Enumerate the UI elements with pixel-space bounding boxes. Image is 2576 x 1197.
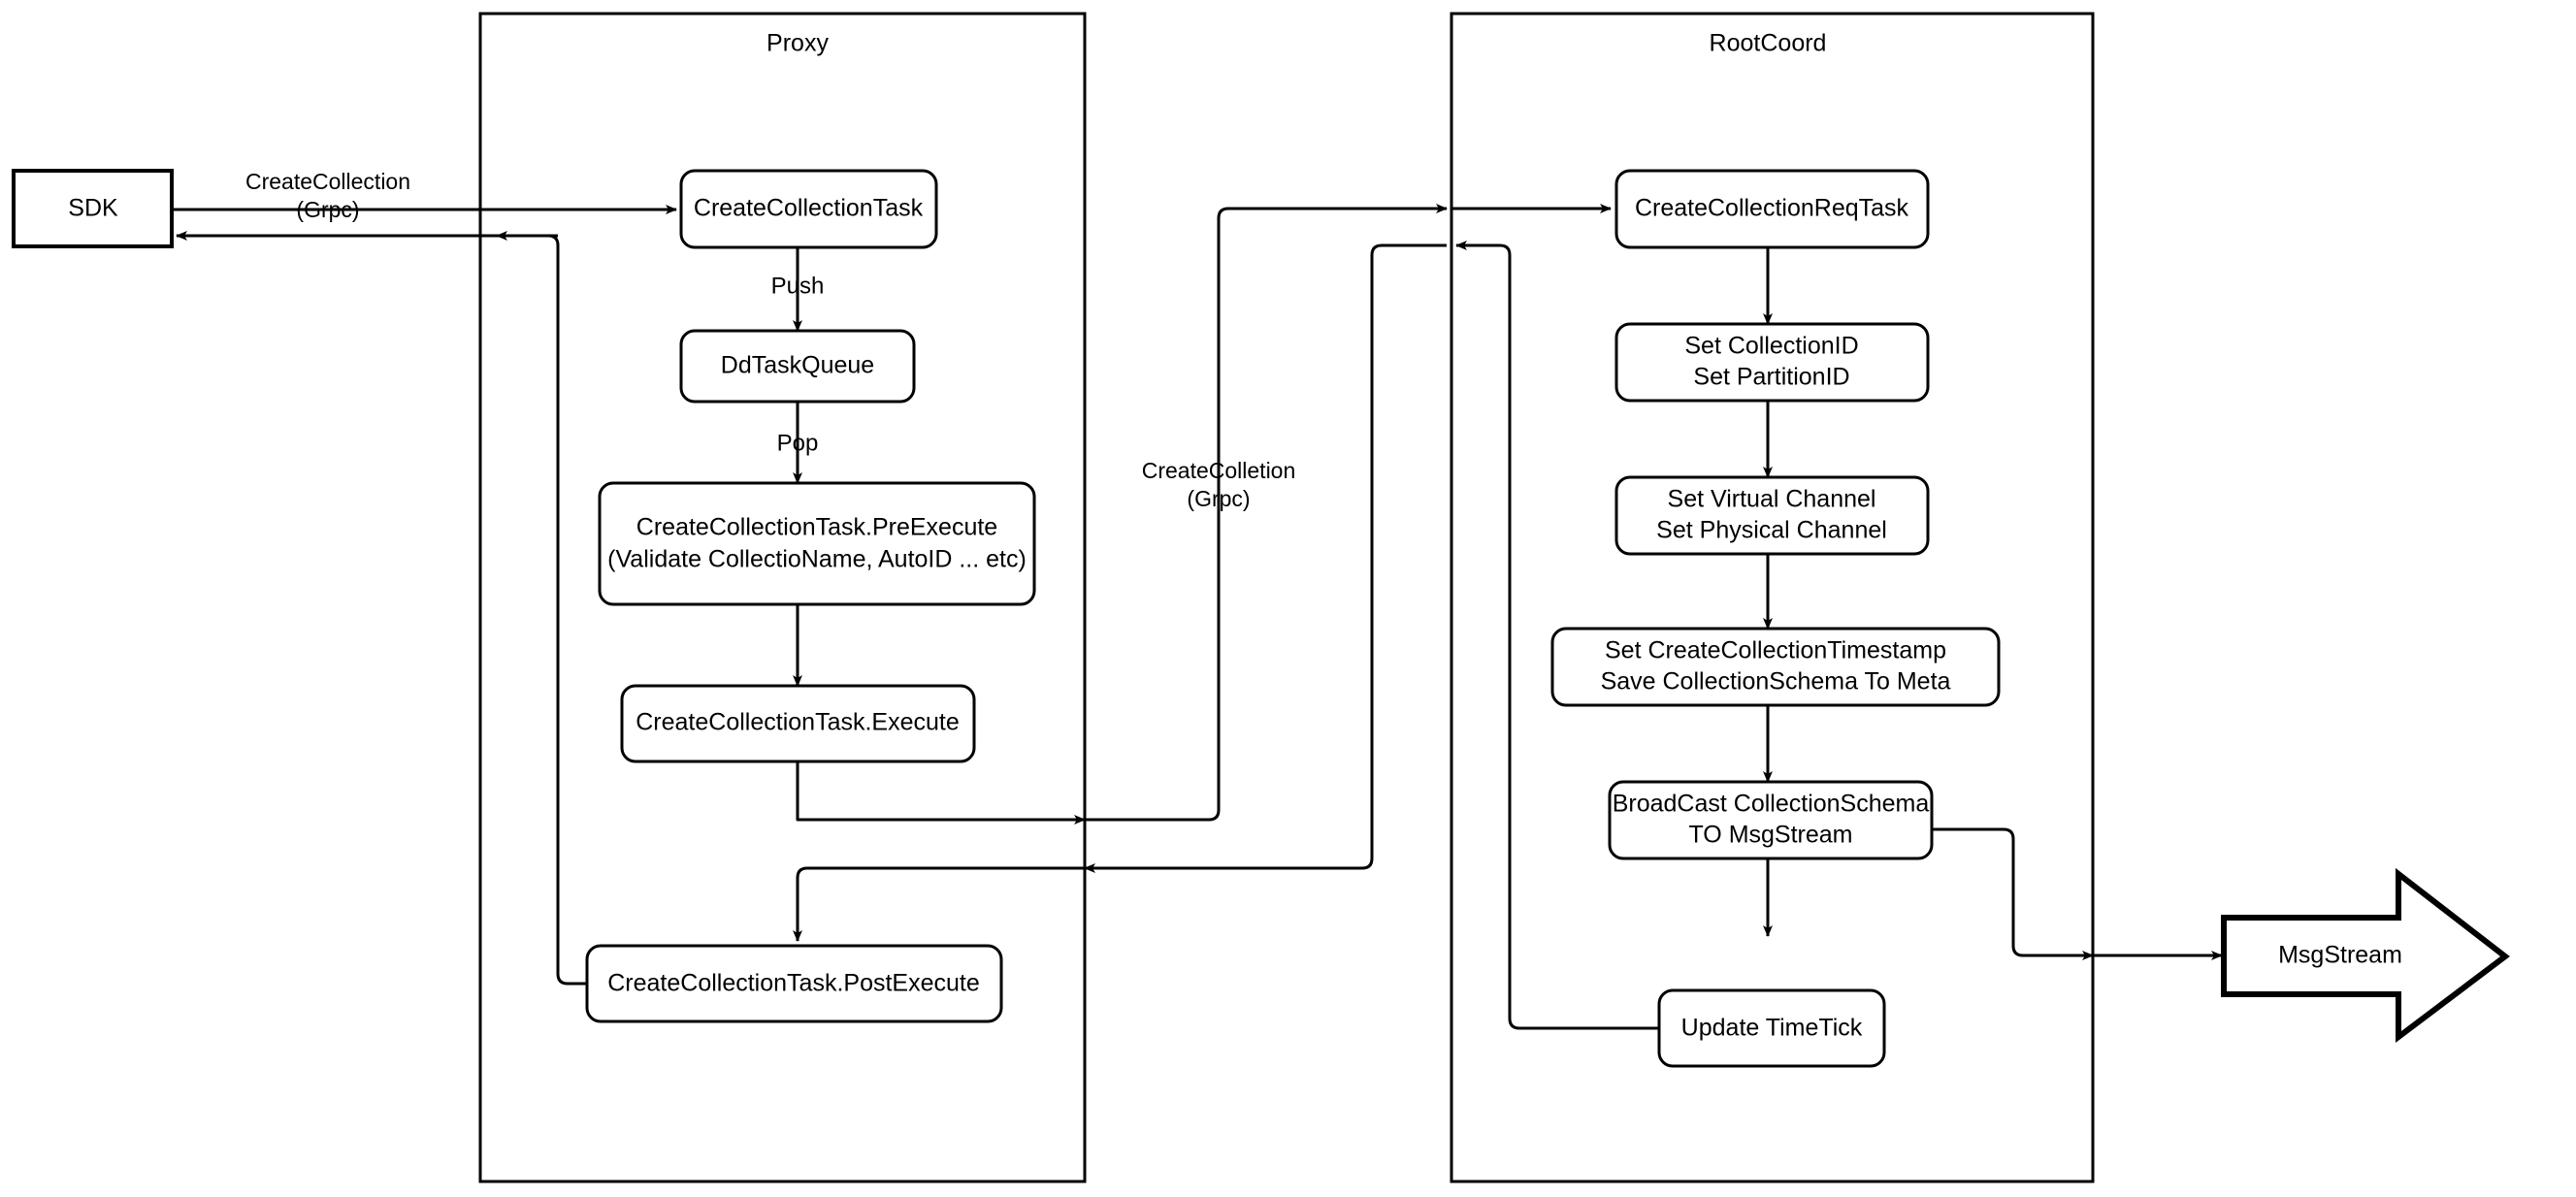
node-pre-execute-label-line2: (Validate CollectioName, AutoID ... etc) bbox=[607, 546, 1027, 573]
node-execute-label: CreateCollectionTask.Execute bbox=[636, 709, 960, 736]
node-msgstream[interactable]: MsgStream bbox=[2221, 867, 2510, 1044]
edge-label-push: Push bbox=[771, 273, 825, 299]
node-post-execute[interactable]: CreateCollectionTask.PostExecute bbox=[585, 944, 1003, 1023]
node-broadcast-label-line2: TO MsgStream bbox=[1688, 822, 1852, 849]
edge-proxy-out-to-midline bbox=[1085, 204, 1448, 822]
node-set-channels[interactable]: Set Virtual Channel Set Physical Channel bbox=[1614, 475, 1930, 556]
edge-label-pop: Pop bbox=[777, 430, 819, 456]
edge-return-into-postexecute bbox=[793, 866, 1085, 942]
node-pre-execute[interactable]: CreateCollectionTask.PreExecute (Validat… bbox=[598, 481, 1036, 606]
node-create-collection-req-task-label: CreateCollectionReqTask bbox=[1635, 195, 1909, 222]
node-msgstream-label: MsgStream bbox=[2278, 942, 2402, 969]
node-execute[interactable]: CreateCollectionTask.Execute bbox=[620, 684, 976, 763]
node-create-collection-task-label: CreateCollectionTask bbox=[694, 195, 924, 222]
edge-execute-to-rootcoord bbox=[796, 761, 1086, 825]
node-set-ids-label-line1: Set CollectionID bbox=[1684, 333, 1858, 360]
node-post-execute-label: CreateCollectionTask.PostExecute bbox=[607, 970, 980, 997]
node-set-ids-label-line2: Set PartitionID bbox=[1693, 364, 1849, 391]
node-sdk-label: SDK bbox=[68, 195, 118, 222]
lane-rootcoord-label: RootCoord bbox=[1710, 30, 1827, 57]
edge-label-proxy-to-rootcoord-line1: CreateColletion bbox=[1142, 458, 1296, 483]
edge-postexecute-to-sdk bbox=[176, 231, 587, 986]
node-broadcast[interactable]: BroadCast CollectionSchema TO MsgStream bbox=[1608, 780, 1934, 860]
node-dd-task-queue-label: DdTaskQueue bbox=[721, 352, 874, 379]
node-broadcast-label-line1: BroadCast CollectionSchema bbox=[1613, 791, 1930, 818]
node-set-timestamp-label-line2: Save CollectionSchema To Meta bbox=[1601, 668, 1951, 696]
edge-label-proxy-to-rootcoord-line2: (Grpc) bbox=[1187, 486, 1250, 511]
node-update-timetick[interactable]: Update TimeTick bbox=[1657, 988, 1886, 1068]
node-pre-execute-label-line1: CreateCollectionTask.PreExecute bbox=[636, 514, 997, 541]
node-set-ids[interactable]: Set CollectionID Set PartitionID bbox=[1614, 322, 1930, 403]
node-set-channels-label-line1: Set Virtual Channel bbox=[1668, 486, 1876, 513]
node-set-timestamp-label-line1: Set CreateCollectionTimestamp bbox=[1605, 637, 1946, 664]
lane-proxy-label: Proxy bbox=[766, 30, 829, 57]
edge-update-timetick-feedback bbox=[1455, 241, 1664, 1030]
edge-rootcoord-return-to-proxy bbox=[1084, 243, 1447, 873]
node-sdk[interactable]: SDK bbox=[12, 169, 174, 248]
node-set-channels-label-line2: Set Physical Channel bbox=[1656, 517, 1887, 544]
edge-label-sdk-to-proxy-line1: CreateCollection bbox=[245, 169, 410, 194]
edge-label-sdk-to-proxy-line2: (Grpc) bbox=[296, 197, 359, 222]
node-create-collection-req-task[interactable]: CreateCollectionReqTask bbox=[1614, 169, 1930, 249]
node-set-timestamp[interactable]: Set CreateCollectionTimestamp Save Colle… bbox=[1550, 627, 2001, 707]
node-dd-task-queue[interactable]: DdTaskQueue bbox=[679, 329, 916, 404]
node-create-collection-task[interactable]: CreateCollectionTask bbox=[679, 169, 938, 249]
node-update-timetick-label: Update TimeTick bbox=[1681, 1015, 1863, 1042]
edge-broadcast-to-msgstream bbox=[1931, 827, 2094, 960]
